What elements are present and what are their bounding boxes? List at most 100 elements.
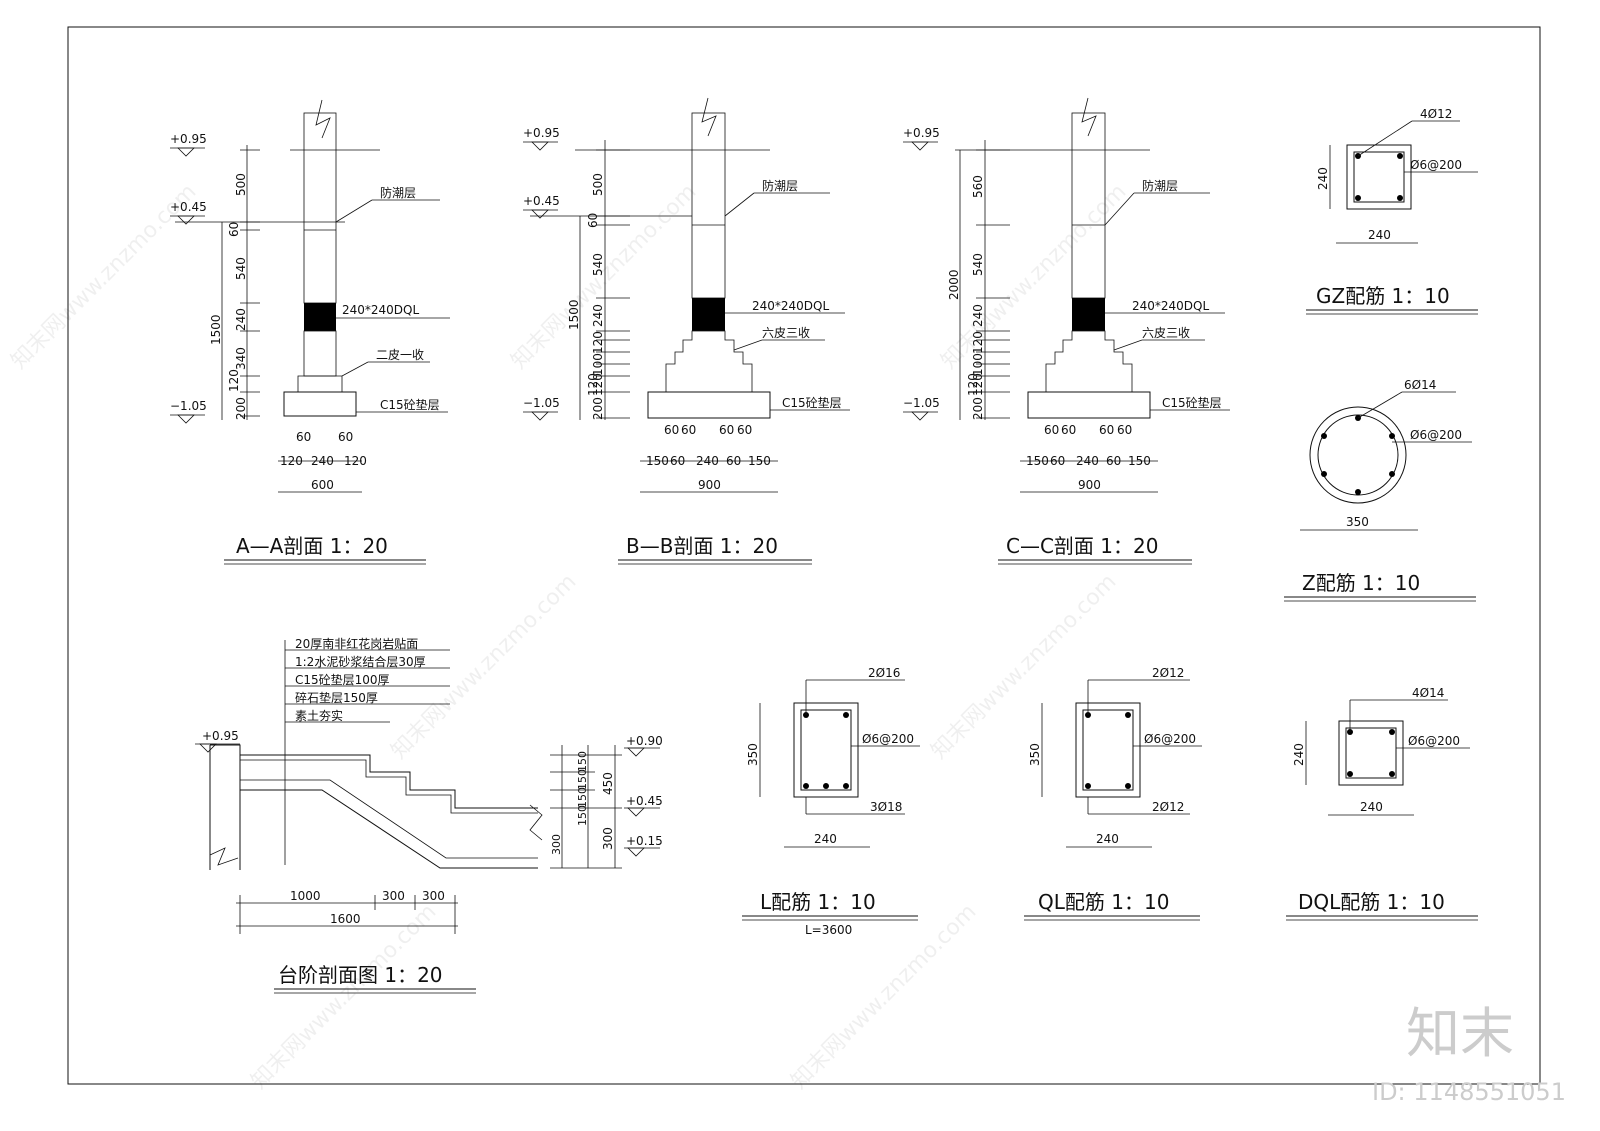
title-dql: DQL配筋 1：10 — [1298, 890, 1445, 914]
dim-aa-v4: 240 — [234, 308, 248, 331]
rebar-z: 6Ø14 Ø6@200 350 Z配筋 1：10 — [1284, 378, 1476, 602]
gz-width: 240 — [1368, 228, 1391, 242]
elev-bb-2: +0.45 — [523, 194, 560, 208]
ql-bottom: 2Ø12 — [1152, 800, 1184, 814]
dim-cc-h3: 60 — [1099, 423, 1114, 437]
stair-layer-4: 碎石垫层150厚 — [295, 690, 378, 705]
stair-elev-r1: +0.90 — [626, 734, 663, 748]
title-bb: B—B剖面 1：20 — [626, 534, 778, 558]
section-aa: +0.95 +0.45 −1.05 500 60 540 240 340 120… — [170, 99, 450, 565]
dim-aa-v1: 500 — [234, 173, 248, 196]
dim-cc-v8: 200 — [971, 397, 985, 420]
dim-cc-h9: 150 — [1128, 454, 1151, 468]
label-cc-3: 六皮三收 — [1142, 326, 1190, 340]
stair-elev-left: +0.95 — [202, 729, 239, 743]
dim-bb-h8: 60 — [726, 454, 741, 468]
section-bb: +0.95 +0.45 −1.05 500 60 540 240 120 100… — [523, 97, 850, 565]
dim-bb-h3: 60 — [719, 423, 734, 437]
dim-bb-h6: 60 — [670, 454, 685, 468]
dim-aa-v3: 540 — [234, 257, 248, 280]
title-z: Z配筋 1：10 — [1302, 571, 1420, 595]
dim-bb-v6: 100 — [591, 353, 605, 376]
stair-dim-v6: 450 — [601, 772, 615, 795]
stair-dim-v3: 150 — [576, 787, 589, 808]
l-top: 2Ø16 — [868, 666, 900, 680]
ql-height: 350 — [1028, 743, 1042, 766]
watermark-text: 知末网www.znzmo.com — [927, 569, 1122, 764]
dim-bb-h10: 900 — [698, 478, 721, 492]
stair-dim-v5: 300 — [550, 834, 563, 855]
elev-bb-3: −1.05 — [523, 396, 560, 410]
dim-cc-h4: 60 — [1117, 423, 1132, 437]
stair-dim-h3: 300 — [422, 889, 445, 903]
section-cc: +0.95 −1.05 560 540 240 120 100 120 120 … — [903, 97, 1230, 565]
dim-cc-h5: 150 — [1026, 454, 1049, 468]
elev-aa-1: +0.95 — [170, 132, 207, 146]
l-height: 350 — [746, 743, 760, 766]
stair-dim-total: 1600 — [330, 912, 361, 926]
label-cc-4: C15砼垫层 — [1162, 395, 1222, 410]
label-aa-4: C15砼垫层 — [380, 397, 440, 412]
ql-width: 240 — [1096, 832, 1119, 846]
drawing-frame — [67, 26, 1541, 1085]
stair-layer-1: 20厚南非红花岗岩贴面 — [295, 636, 418, 651]
dql-height: 240 — [1292, 743, 1306, 766]
dim-cc-v2: 540 — [971, 253, 985, 276]
dql-width: 240 — [1360, 800, 1383, 814]
dim-cc-v4: 120 — [971, 331, 985, 354]
dim-bb-v3: 540 — [591, 253, 605, 276]
dim-aa-v5: 340 — [234, 347, 248, 370]
label-cc-1: 防潮层 — [1142, 178, 1178, 193]
dim-aa-h1: 60 — [296, 430, 311, 444]
stair-dim-v7: 300 — [601, 827, 615, 850]
dim-bb-v9: 200 — [591, 397, 605, 420]
stair-section: 20厚南非红花岗岩贴面 1:2水泥砂浆结合层30厚 C15砼垫层100厚 碎石垫… — [195, 636, 663, 994]
stair-dim-h2: 300 — [382, 889, 405, 903]
title-ql: QL配筋 1：10 — [1038, 890, 1169, 914]
stair-elev-r2: +0.45 — [626, 794, 663, 808]
dim-aa-h4: 240 — [311, 454, 334, 468]
title-gz: GZ配筋 1：10 — [1316, 284, 1450, 308]
dim-bb-v5: 120 — [591, 331, 605, 354]
title-stair: 台阶剖面图 1：20 — [278, 963, 443, 987]
rebar-gz: 4Ø12 Ø6@200 240 240 GZ配筋 1：10 — [1306, 107, 1478, 315]
dim-cc-h2: 60 — [1061, 423, 1076, 437]
dql-top: 4Ø14 — [1412, 686, 1444, 700]
label-aa-3: 二皮一收 — [376, 348, 424, 362]
dim-cc-h1: 60 — [1044, 423, 1059, 437]
dim-bb-h2: 60 — [681, 423, 696, 437]
dim-bb-h1: 60 — [664, 423, 679, 437]
rebar-dql: 4Ø14 Ø6@200 240 240 DQL配筋 1：10 — [1286, 686, 1478, 921]
ql-stirrup: Ø6@200 — [1144, 732, 1196, 746]
watermark-text: 知末网www.znzmo.com — [247, 899, 442, 1094]
dim-cc-v7: 120 — [966, 373, 980, 396]
elev-aa-3: −1.05 — [170, 399, 207, 413]
gz-height: 240 — [1316, 167, 1330, 190]
title-l: L配筋 1：10 — [760, 890, 876, 914]
dim-bb-v8: 120 — [586, 373, 600, 396]
stair-layer-3: C15砼垫层100厚 — [295, 672, 390, 687]
dim-bb-v7: 120 — [591, 373, 605, 396]
stair-dim-v1: 150 — [576, 751, 589, 772]
rebar-l: 2Ø16 Ø6@200 3Ø18 350 240 L配筋 1：10 L=3600 — [742, 666, 920, 937]
title-aa: A—A剖面 1：20 — [236, 534, 388, 558]
z-diameter: 350 — [1346, 515, 1369, 529]
dim-cc-v5: 100 — [971, 353, 985, 376]
gz-top: 4Ø12 — [1420, 107, 1452, 121]
label-aa-2: 240*240DQL — [342, 303, 419, 317]
elev-bb-1: +0.95 — [523, 126, 560, 140]
elev-cc-2: −1.05 — [903, 396, 940, 410]
watermark-text: 知末网www.znzmo.com — [937, 179, 1132, 374]
dim-cc-h6: 60 — [1050, 454, 1065, 468]
dim-cc-v1: 560 — [971, 175, 985, 198]
dim-cc-h7: 240 — [1076, 454, 1099, 468]
dim-bb-v4: 240 — [591, 304, 605, 327]
z-top: 6Ø14 — [1404, 378, 1436, 392]
dim-bb-v1: 500 — [591, 173, 605, 196]
z-stirrup: Ø6@200 — [1410, 428, 1462, 442]
stair-dim-v2: 150 — [576, 769, 589, 790]
dim-aa-h6: 600 — [311, 478, 334, 492]
stair-elev-r3: +0.15 — [626, 834, 663, 848]
subtitle-l: L=3600 — [805, 923, 852, 937]
